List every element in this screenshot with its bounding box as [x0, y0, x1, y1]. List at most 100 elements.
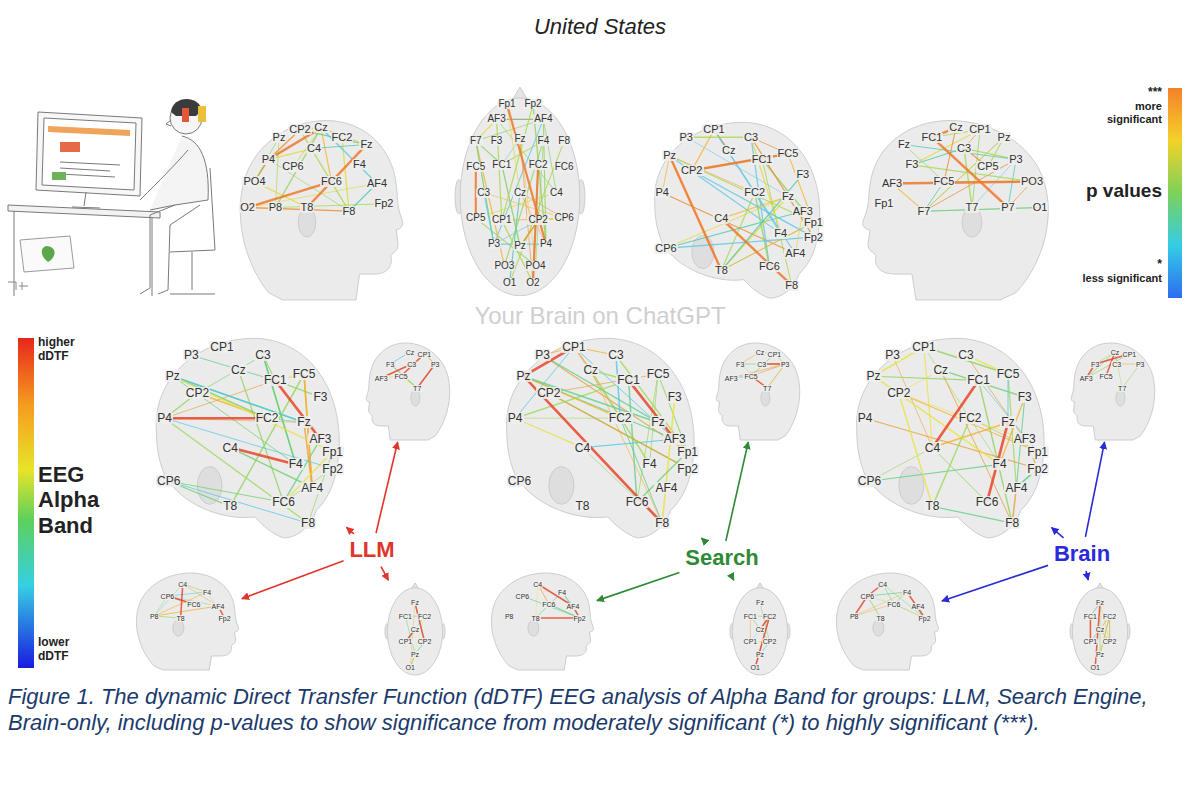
brain-head: FzFC1FC2CzCP1CP2PzO1	[730, 582, 790, 677]
electrode-label: P4	[654, 187, 669, 198]
electrode-label: O2	[239, 202, 256, 213]
figure-title: United States	[0, 14, 1200, 40]
electrode-label: P3	[780, 361, 791, 368]
electrode-label: CP2	[886, 387, 911, 399]
brain-head: CP1P3C3PzCzCP2FC1FC5F3P4FC2FzAF3Fp1C4F4A…	[140, 330, 345, 540]
group-arrow	[381, 567, 388, 581]
figure-caption: Figure 1. The dynamic Direct Transfer Fu…	[8, 684, 1192, 737]
electrode-label: CP2	[185, 387, 210, 399]
connectivity-line	[173, 376, 296, 464]
electrode-label: CP1	[968, 124, 991, 135]
strong-connection	[932, 137, 1008, 207]
electrode-label: T8	[876, 615, 886, 622]
electrode-label: C4	[713, 213, 729, 224]
connectivity-lines	[476, 104, 564, 282]
electrode-label: P4	[507, 412, 524, 424]
electrode-label: F3	[667, 391, 683, 403]
electrode-label: T8	[300, 202, 315, 213]
electrode-label: FC5	[292, 368, 317, 380]
connectivity-line	[620, 418, 662, 523]
significance-stars: ***	[1092, 86, 1162, 100]
electrode-label: P4	[539, 239, 553, 249]
electrode-label: P3	[1008, 154, 1023, 165]
connectivity-lines	[522, 584, 579, 618]
connectivity-lines	[248, 128, 385, 211]
electrode-label: Fp2	[918, 615, 932, 622]
electrode-label: Fp1	[803, 217, 824, 228]
electrode-label: AF3	[1079, 375, 1094, 382]
electrode-label: PO3	[1020, 176, 1044, 187]
electrode-label: C3	[957, 349, 974, 361]
electrode-label: Fz	[513, 134, 526, 144]
electrode-label: F3	[905, 159, 920, 170]
connectivity-line	[238, 370, 283, 502]
connectivity-line	[415, 603, 425, 642]
electrode-label: T8	[574, 500, 590, 512]
electrode-label: FC1	[751, 154, 774, 165]
scale-title: p values	[1040, 180, 1162, 202]
electrode-label: T7	[412, 385, 422, 392]
electrode-label: F8	[1004, 517, 1020, 529]
connectivity-line	[941, 370, 1012, 523]
connectivity-line	[173, 376, 333, 452]
connectivity-lines	[892, 128, 1040, 211]
electrode-label: O1	[750, 664, 761, 671]
connectivity-lines	[515, 347, 687, 523]
connectivity-line	[874, 376, 1000, 464]
electrode-label: Cz	[582, 364, 599, 376]
strong-connection	[629, 380, 675, 439]
electrode-label: F8	[300, 517, 316, 529]
group-arrow	[1086, 571, 1088, 580]
connectivity-line	[543, 119, 556, 192]
electrode-label: P4	[261, 154, 276, 165]
electrode-label: FC2	[255, 412, 280, 424]
group-arrow	[1085, 442, 1104, 537]
electrode-label: C3	[956, 143, 972, 154]
brain-head: CzCP1C3FC5F3AF3P3T7	[1070, 340, 1160, 440]
electrode-label: Fp2	[573, 615, 587, 622]
electrode-label: Cz	[1095, 626, 1106, 633]
electrode-label: AF4	[533, 114, 553, 124]
electrode-label: CP2	[1102, 638, 1118, 645]
electrode-label: Fz	[1000, 416, 1015, 428]
electrode-label: PO4	[242, 176, 266, 187]
electrode-label: FC5	[393, 373, 408, 380]
electrode-label: C4	[177, 581, 188, 588]
electrode-label: CP2	[527, 215, 548, 225]
electrode-label: Fz	[1095, 599, 1105, 606]
electrode-label: FC6	[758, 261, 781, 272]
electrode-label: Fp2	[676, 463, 699, 475]
brain-head: FC1CzCP1PzFzC3P3F3CP5FC5PO3AF3O1Fp1F7T7P…	[860, 115, 1060, 300]
electrode-label: T7	[965, 202, 980, 213]
group-arrow	[346, 527, 353, 534]
electrode-label: Pz	[410, 651, 420, 658]
connectivity-line	[476, 141, 494, 244]
connectivity-line	[692, 171, 814, 238]
electrode-label: Cz	[932, 364, 949, 376]
electrode-label: C4	[306, 143, 322, 154]
electrode-label: P3	[487, 239, 501, 249]
electrode-label: Fz	[359, 139, 373, 150]
electrode-label: C3	[406, 361, 417, 368]
electrode-label: Pz	[866, 370, 882, 382]
electrode-label: C3	[1111, 361, 1122, 368]
electrode-label: Fp2	[1026, 463, 1049, 475]
electrode-label: FC1	[398, 613, 413, 620]
connectivity-line	[883, 584, 925, 618]
electrode-label: Cz	[410, 626, 421, 633]
brain-head: CzCP1C3FC5F3AF3P3T7	[715, 340, 805, 440]
electrode-label: CP2	[680, 165, 703, 176]
scale-end-label: lower dDTF	[38, 636, 90, 664]
electrode-label: FC6	[541, 601, 556, 608]
electrode-label: C4	[532, 581, 543, 588]
connectivity-line	[248, 208, 350, 212]
connectivity-line	[869, 464, 999, 481]
group-arrow	[242, 561, 344, 599]
electrode-label: C3	[607, 349, 624, 361]
electrode-label: Fp2	[803, 232, 824, 243]
electrode-label: FC6	[975, 496, 1000, 508]
connectivity-line	[169, 481, 308, 523]
connectivity-line	[1100, 616, 1110, 654]
electrode-label: Cz	[230, 364, 247, 376]
electrode-label: FC2	[762, 613, 777, 620]
